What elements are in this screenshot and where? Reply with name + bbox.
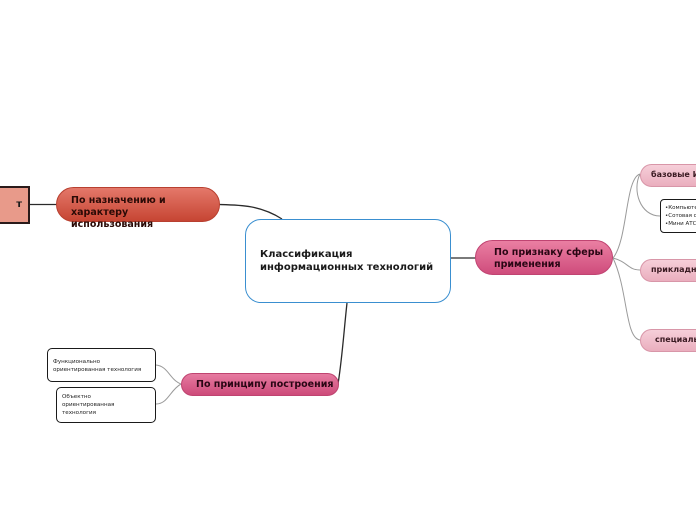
purpose-child-box-label: т [16,199,22,210]
connector-sphere-applied [612,257,641,271]
branch-sphere-label: По признаку сферы применения [494,247,604,270]
branch-construction-node[interactable]: По принципу построения [181,373,339,396]
object-technology-box[interactable]: Объектно ориентированная технология [56,387,156,423]
subtopic-basic[interactable]: базовые И [640,164,696,187]
branch-purpose-label: По назначению и характеру использования [71,195,166,230]
connector-central-construction [337,302,348,385]
central-topic-title: Классификация информационных технологий [260,249,434,273]
object-technology-label: Объектно ориентированная технология [62,394,115,416]
connector-sphere-special [612,257,641,341]
subtopic-special[interactable]: специаль [640,329,696,352]
connector-sphere-basic [612,173,641,259]
subtopic-applied-label: прикладны [651,265,696,274]
note-item: •Мини АТС [665,221,696,227]
connector-build-func [155,364,182,385]
note-item: •Сотовая с [665,213,696,219]
functional-technology-label: Функционально ориентированная технология [53,359,142,373]
subtopic-special-label: специаль [655,335,696,344]
connector-central-purpose [218,203,283,220]
connector-build-obj [155,383,182,405]
subtopic-basic-label: базовые И [651,170,696,179]
functional-technology-box[interactable]: Функционально ориентированная технология [47,348,156,382]
branch-construction-label: По принципу построения [196,379,334,390]
branch-purpose-node[interactable]: По назначению и характеру использования [56,187,220,230]
central-topic[interactable]: Классификация информационных технологий [245,219,451,303]
branch-sphere-node[interactable]: По признаку сферы применения [475,240,613,275]
basic-note-box[interactable]: •Компьюте •Сотовая с •Мини АТС [660,199,696,233]
connector-basic-note [636,173,661,217]
note-item: •Компьюте [665,205,696,211]
purpose-child-box[interactable]: т [0,186,30,224]
subtopic-applied[interactable]: прикладны [640,259,696,282]
